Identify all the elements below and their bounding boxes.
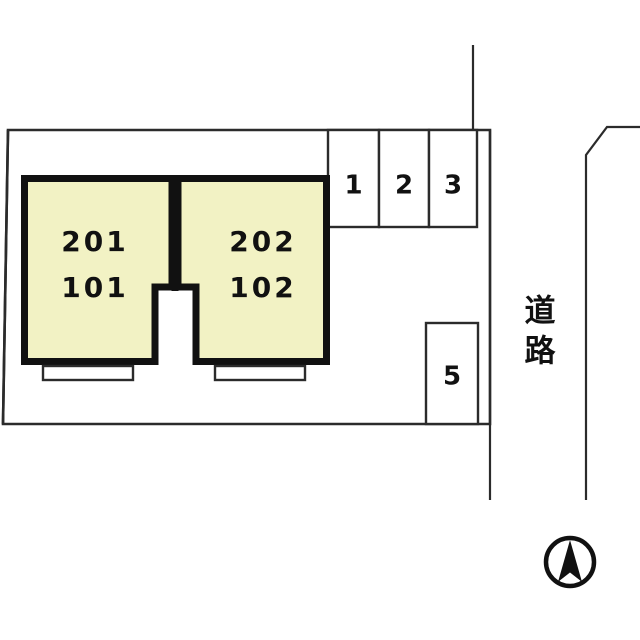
unit-label-101: 101 bbox=[61, 271, 128, 304]
road-east-edge bbox=[584, 125, 640, 500]
parking-stall-1[interactable] bbox=[326, 128, 381, 229]
road-label-char-1: 道 bbox=[525, 294, 556, 330]
parking-stall-2[interactable] bbox=[377, 128, 431, 229]
parking-stall-3[interactable] bbox=[427, 128, 479, 229]
compass-needle-notch bbox=[559, 572, 581, 581]
parking-stall-5[interactable] bbox=[424, 321, 480, 426]
parking-stall-5-group: 5 bbox=[424, 321, 480, 426]
site-boundary-west-edge bbox=[1, 129, 10, 425]
parking-stall-5-label: 5 bbox=[443, 362, 461, 392]
unit-label-202: 202 bbox=[229, 225, 296, 258]
unit-label-102: 102 bbox=[229, 271, 296, 304]
parking-stall-3-label: 3 bbox=[444, 171, 462, 201]
road-label-group: 道 路 bbox=[525, 294, 557, 370]
compass-north-arrow-icon bbox=[543, 535, 597, 589]
parking-stall-2-label: 2 bbox=[395, 171, 413, 201]
building-unit-left-201-101[interactable] bbox=[21, 175, 176, 365]
compass-needle bbox=[558, 540, 582, 582]
parking-stall-1-label: 1 bbox=[344, 171, 362, 201]
building-unit-right-202-102[interactable] bbox=[174, 175, 330, 365]
unit-label-group-right: 202 102 bbox=[229, 225, 296, 304]
balcony-right-unit bbox=[213, 364, 307, 382]
road-label-char-2: 路 bbox=[525, 334, 557, 370]
unit-label-group-left: 201 101 bbox=[61, 225, 128, 304]
compass-ring bbox=[543, 535, 597, 589]
unit-label-201: 201 bbox=[61, 225, 128, 258]
parking-row-north: 1 2 3 bbox=[326, 128, 479, 229]
balcony-left-unit bbox=[41, 364, 135, 382]
